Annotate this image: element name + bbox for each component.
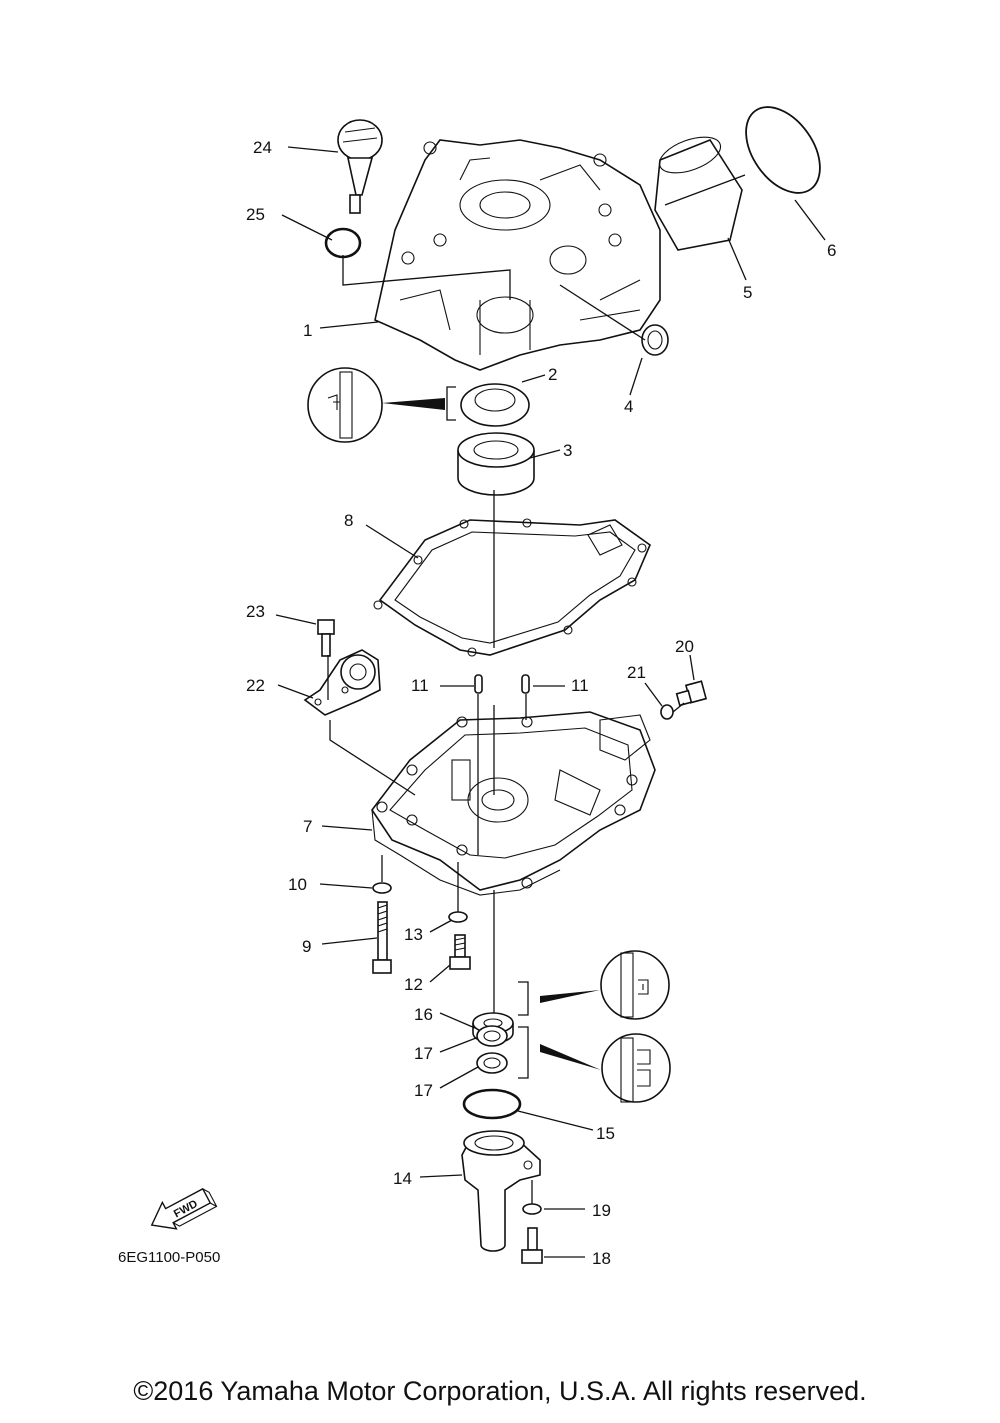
bolt-23-part — [317, 619, 335, 657]
seal-detail-inset-middle — [518, 950, 670, 1020]
o-ring-25-part — [324, 227, 362, 259]
callout-2: 2 — [548, 365, 557, 384]
dowel-pin-right-part — [521, 674, 530, 694]
callout-14: 14 — [393, 1169, 412, 1188]
upper-housing-part — [374, 139, 661, 371]
washer-10-part — [372, 882, 392, 894]
callout-17-upper: 17 — [414, 1044, 433, 1063]
washer-21-part — [660, 704, 674, 720]
callout-19: 19 — [592, 1201, 611, 1220]
dowel-pin-left-part — [474, 674, 483, 694]
fwd-arrow-icon: FWD — [150, 1187, 218, 1230]
callout-4: 4 — [624, 397, 633, 416]
callout-21: 21 — [627, 663, 646, 682]
callout-15: 15 — [596, 1124, 615, 1143]
bearing-3-part — [457, 432, 535, 496]
callout-24: 24 — [253, 138, 272, 157]
callout-8: 8 — [344, 511, 353, 530]
callout-16: 16 — [414, 1005, 433, 1024]
callout-18: 18 — [592, 1249, 611, 1268]
callout-5: 5 — [743, 283, 752, 302]
callout-11-left: 11 — [411, 676, 429, 695]
o-ring-15-part — [462, 1088, 522, 1120]
band-part — [654, 136, 743, 251]
callout-7: 7 — [303, 817, 312, 836]
seal-17-lower-part — [476, 1052, 508, 1074]
drain-bolt-part — [675, 680, 708, 707]
callout-6: 6 — [827, 241, 836, 260]
leader-lines — [275, 146, 826, 1258]
lower-case-part — [371, 711, 656, 896]
assembly-lines — [327, 174, 746, 1204]
callout-11-right: 11 — [571, 676, 589, 695]
bolt-12-part — [449, 934, 471, 970]
callout-17-lower: 17 — [414, 1081, 433, 1100]
gear-assembly-part — [303, 649, 381, 716]
callout-numbers: 1 2 3 4 5 6 7 8 9 10 11 11 12 13 14 15 1… — [246, 138, 836, 1268]
callout-1: 1 — [303, 321, 312, 340]
ring-6-part — [745, 106, 821, 194]
seal-17-upper-part — [476, 1025, 508, 1047]
seal-detail-inset-upper — [307, 367, 456, 443]
bolt-18-part — [521, 1227, 543, 1264]
callout-12: 12 — [404, 975, 423, 994]
seal-4-part — [641, 324, 669, 356]
seal-2-part — [460, 383, 530, 427]
long-bolt-part — [372, 901, 392, 974]
oil-cap-part — [337, 119, 383, 214]
callout-23: 23 — [246, 602, 265, 621]
callout-20: 20 — [675, 637, 694, 656]
callout-13: 13 — [404, 925, 423, 944]
callout-25: 25 — [246, 205, 265, 224]
callout-9: 9 — [302, 937, 311, 956]
callout-22: 22 — [246, 676, 265, 695]
callout-3: 3 — [563, 441, 572, 460]
copyright-notice: ©2016 Yamaha Motor Corporation, U.S.A. A… — [133, 1376, 867, 1406]
shaft-housing-part — [461, 1130, 541, 1252]
washer-19-part — [522, 1203, 542, 1215]
diagram-code: 6EG1100-P050 — [118, 1249, 220, 1266]
callout-10: 10 — [288, 875, 307, 894]
gasket-part — [373, 518, 651, 657]
seal-detail-inset-lower — [518, 1026, 671, 1103]
